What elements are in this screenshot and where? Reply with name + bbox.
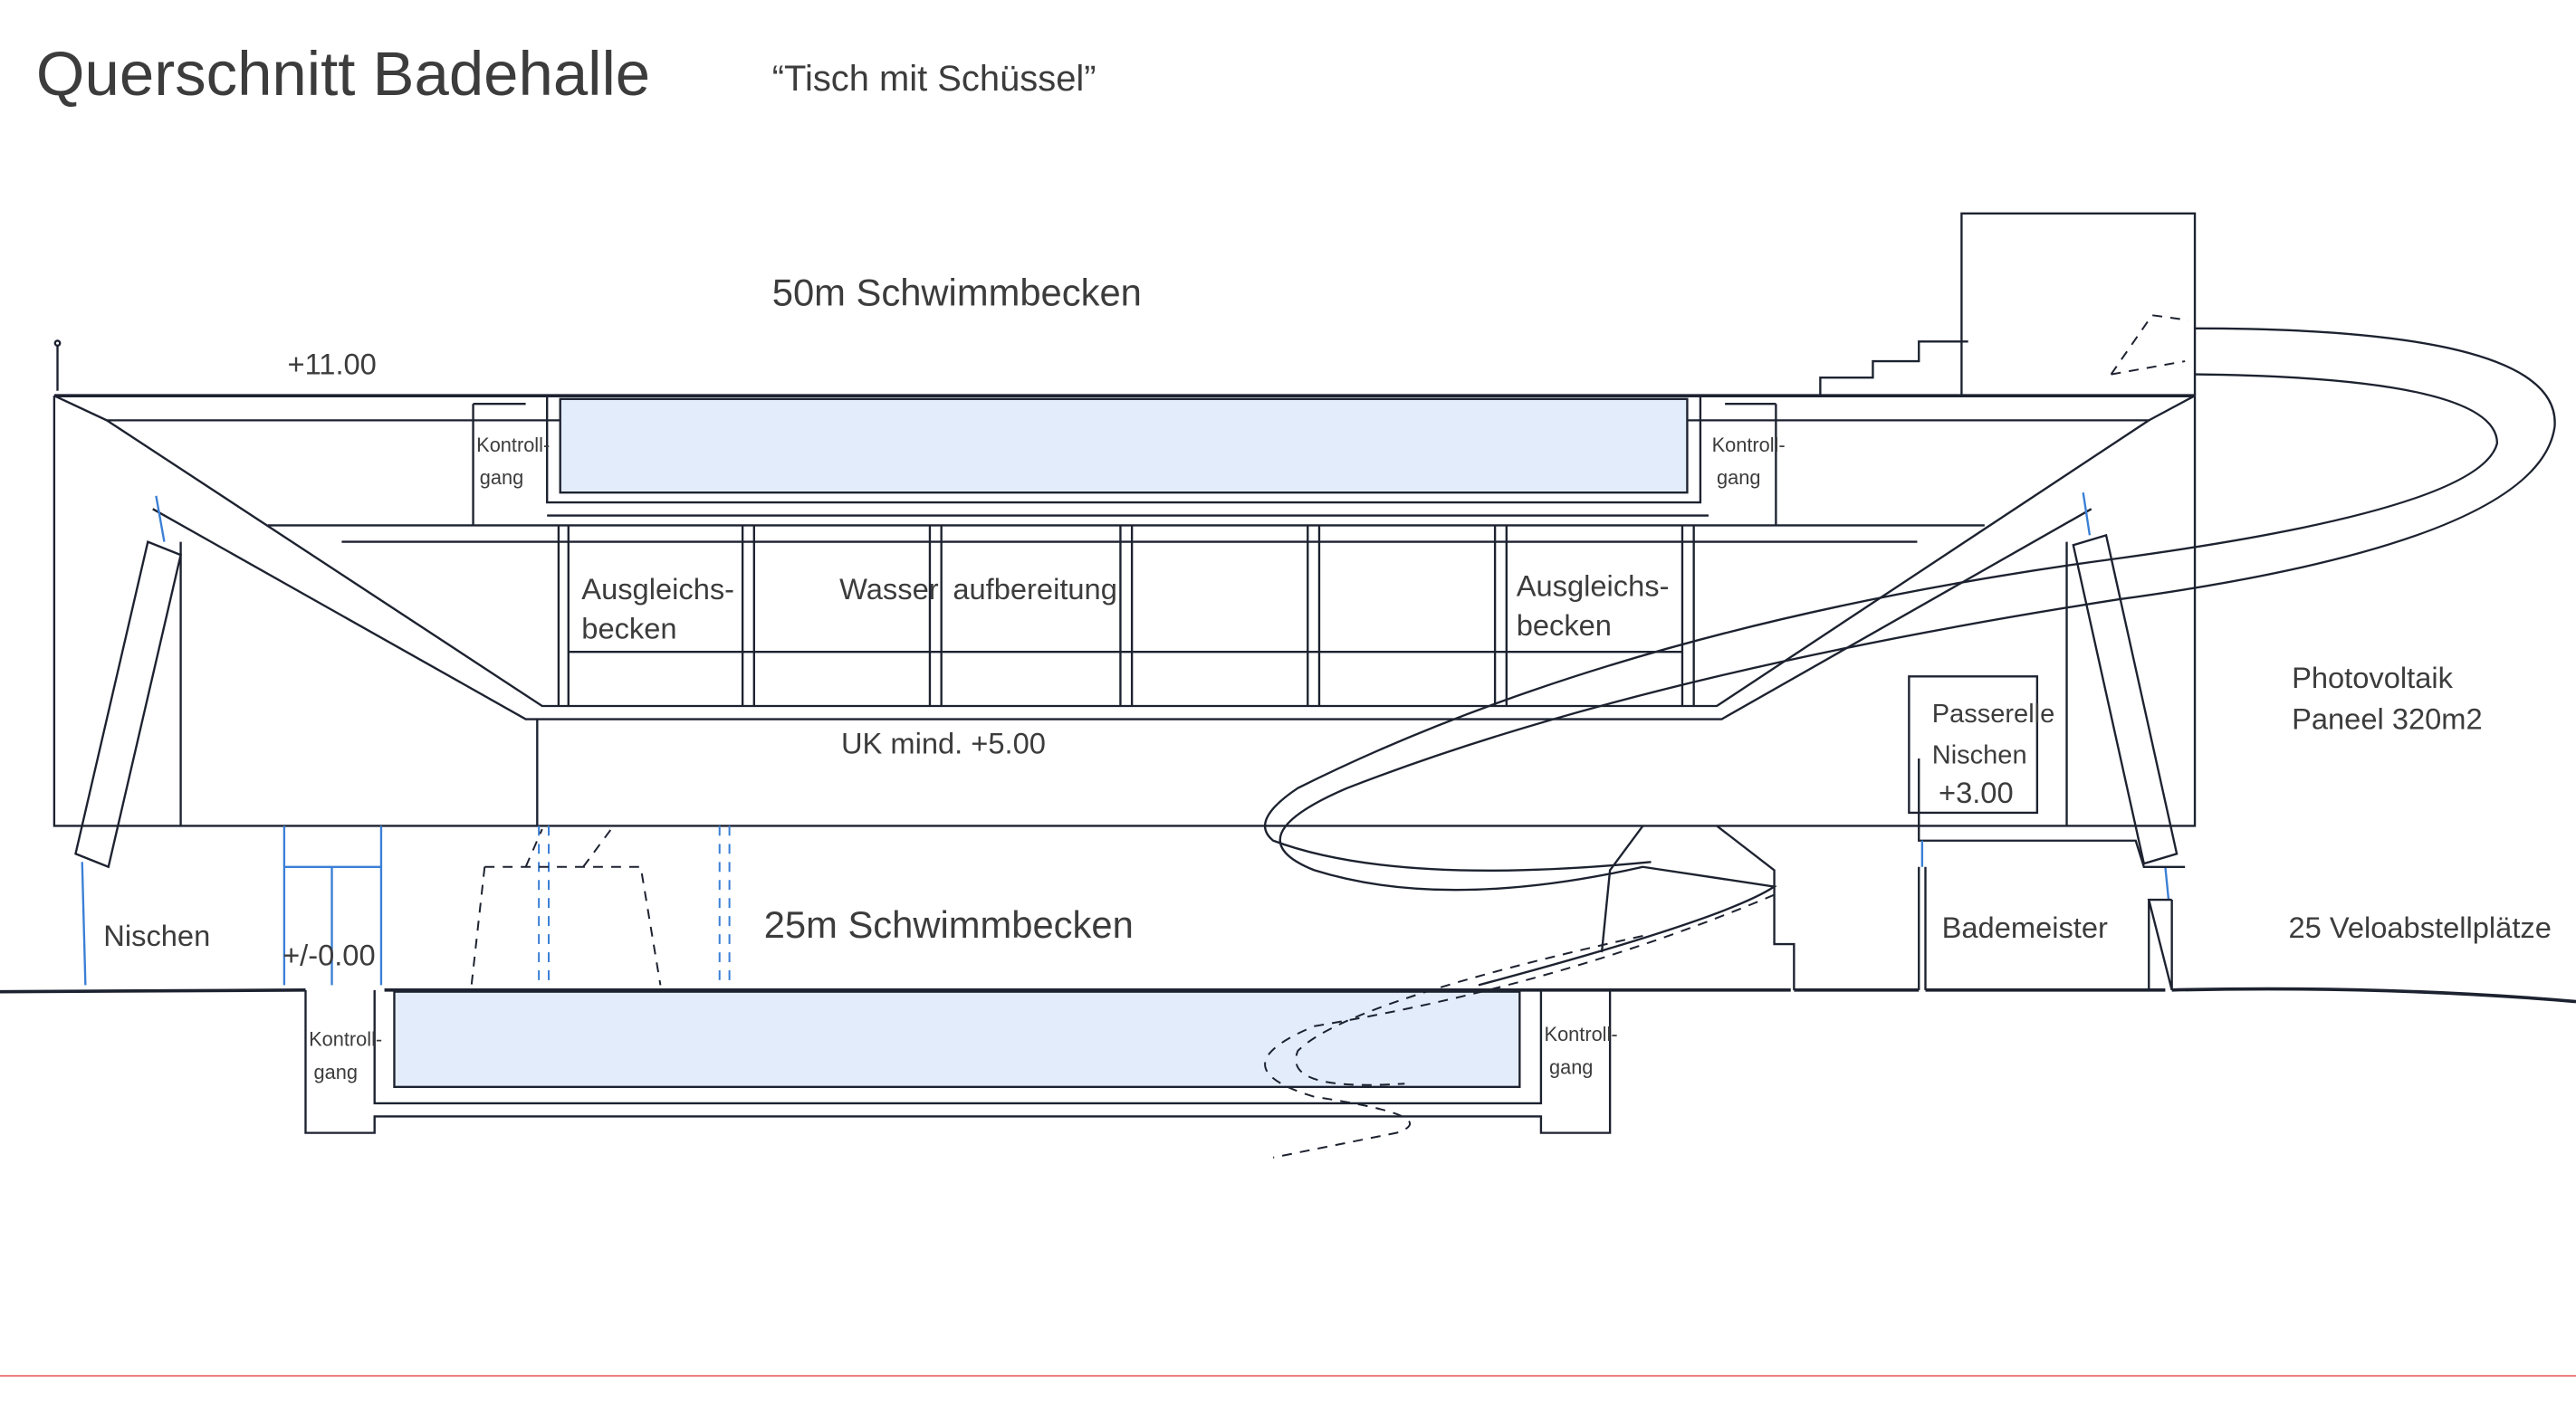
ground-line: [0, 987, 2576, 1004]
label-level-ground: +/-0.00: [282, 939, 376, 972]
page-subtitle: “Tisch mit Schüssel”: [772, 59, 1096, 99]
label-kontrollgang-bottom-left-2: gang: [314, 1061, 358, 1083]
label-pool-50m: 50m Schwimmbecken: [772, 271, 1142, 313]
right-rooms: [1908, 675, 2186, 991]
label-nischen: Nischen: [103, 919, 210, 952]
label-bademeister: Bademeister: [1942, 911, 2108, 944]
pool-25m: [304, 989, 1612, 1134]
label-photovoltaik-2: Paneel 320m2: [2292, 701, 2483, 735]
label-kontrollgang-bottom-left: Kontroll-: [309, 1027, 382, 1050]
ground-floor: [282, 825, 731, 986]
label-level-uk: UK mind. +5.00: [841, 727, 1046, 760]
label-velo: 25 Veloabstellplätze: [2288, 911, 2551, 944]
label-kontrollgang: Kontroll-: [476, 434, 550, 456]
label-kontrollgang-bottom-right: Kontroll-: [1545, 1023, 1618, 1045]
label-passerelle-nischen: Nischen: [1932, 740, 2027, 769]
kontrollgang-top-left: Kontroll- gang: [476, 434, 550, 489]
label-ausgleichsbecken-right-2: becken: [1517, 608, 1612, 642]
label-ausgleichsbecken-right: Ausgleichs-: [1517, 568, 1670, 602]
pool-50m: [472, 396, 1777, 526]
label-level-top: +11.00: [288, 348, 377, 381]
table-structure: [53, 394, 2197, 986]
label-aufbereitung: aufbereitung: [953, 572, 1117, 606]
label-passerelle: Passerelle: [1932, 700, 2055, 729]
level-marker-top: [53, 339, 62, 391]
kontrollgang-top-right: Kontroll- gang: [1712, 434, 1786, 489]
label-wasser: Wasser: [839, 572, 939, 606]
label-kontrollgang: gang: [1717, 466, 1760, 489]
label-photovoltaik: Photovoltaik: [2292, 661, 2454, 694]
label-pool-25m: 25m Schwimmbecken: [764, 903, 1134, 946]
label-ausgleichsbecken-left-2: becken: [581, 612, 676, 645]
page-title: Querschnitt Badehalle: [36, 39, 650, 109]
water-slide: [1264, 212, 2556, 1159]
label-kontrollgang-bottom-right-2: gang: [1549, 1055, 1593, 1078]
label-kontrollgang: gang: [480, 466, 523, 489]
label-kontrollgang: Kontroll-: [1712, 434, 1786, 456]
technical-floor: [557, 525, 1695, 706]
label-level-passerelle: +3.00: [1939, 776, 2014, 809]
label-ausgleichsbecken-left: Ausgleichs-: [581, 572, 734, 606]
